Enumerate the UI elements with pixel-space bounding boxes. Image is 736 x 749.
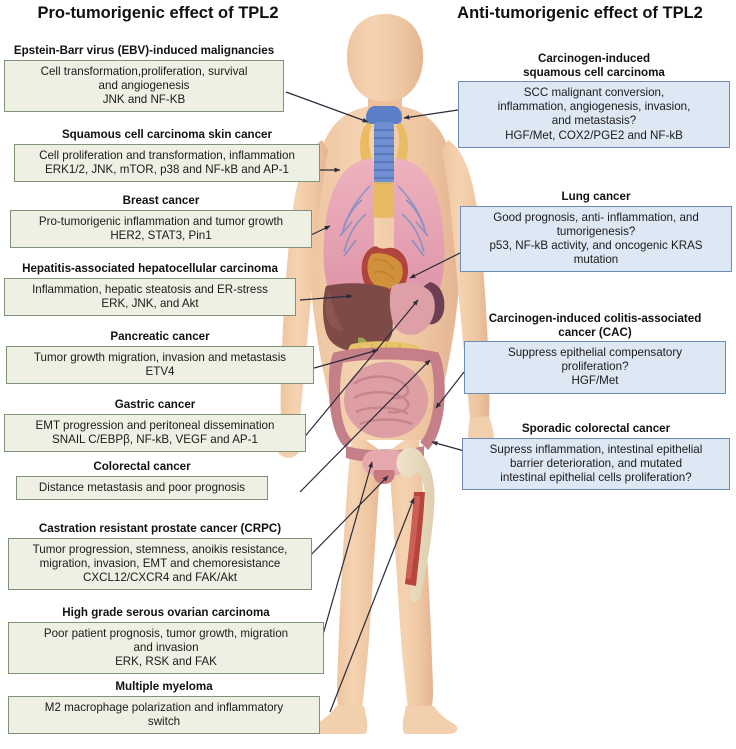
femur-bone-with-marrow: [396, 447, 435, 603]
entry-ovarian-box: Poor patient prognosis, tumor growth, mi…: [8, 621, 324, 675]
lungs-organ: [323, 158, 445, 309]
leader-gastric: [301, 299, 419, 441]
leader-colorectal: [299, 359, 431, 493]
entry-breast-box: Pro-tumorigenic inflammation and tumor g…: [10, 209, 312, 248]
entry-myeloma-title: Multiple myeloma: [115, 680, 213, 693]
entry-ebv: Epstein-Barr virus (EBV)-induced maligna…: [4, 44, 284, 113]
leader-prostate: [305, 475, 389, 561]
entry-pancreatic-box: Tumor growth migration, invasion and met…: [6, 345, 314, 384]
entry-sporadic-colorectal: Sporadic colorectal cancer Supress infla…: [462, 422, 730, 491]
entry-ebv-box: Cell transformation,proliferation, survi…: [4, 59, 284, 113]
entry-gastric-box: EMT progression and peritoneal dissemina…: [4, 413, 306, 452]
entry-cac: Carcinogen-induced colitis-associated ca…: [464, 312, 726, 394]
entry-colorectal-box: Distance metastasis and poor prognosis: [16, 475, 268, 500]
leader-scc-anti: [403, 109, 459, 120]
entry-ovarian: High grade serous ovarian carcinoma Poor…: [8, 606, 324, 675]
entry-scc-carcinogen: Carcinogen-induced squamous cell carcino…: [458, 52, 730, 148]
entry-myeloma: Multiple myeloma M2 macrophage polarizat…: [8, 680, 320, 734]
entry-scc-skin-title: Squamous cell carcinoma skin cancer: [61, 128, 273, 141]
entry-gastric: Gastric cancer EMT progression and perit…: [4, 398, 306, 452]
entry-colorectal: Colorectal cancer Distance metastasis an…: [16, 460, 268, 500]
entry-colorectal-title: Colorectal cancer: [93, 460, 191, 473]
abdominal-organs: [323, 282, 445, 484]
leader-liver: [299, 294, 353, 301]
entry-breast-title: Breast cancer: [122, 194, 200, 207]
leader-ebv: [285, 91, 369, 123]
leader-ovarian: [319, 461, 373, 646]
entry-lung: Lung cancer Good prognosis, anti- inflam…: [460, 190, 732, 273]
entry-lung-title: Lung cancer: [561, 190, 631, 203]
entry-scc-skin-box: Cell proliferation and transformation, i…: [14, 143, 320, 182]
entry-pancreatic-title: Pancreatic cancer: [110, 330, 210, 343]
entry-crpc-title: Castration resistant prostate cancer (CR…: [38, 522, 282, 535]
entry-sporadic-colorectal-box: Supress inflammation, intestinal epithel…: [462, 437, 730, 491]
entry-cac-box: Suppress epithelial compensatory prolife…: [464, 341, 726, 394]
leader-lung: [409, 251, 463, 279]
entry-sporadic-colorectal-title: Sporadic colorectal cancer: [521, 422, 671, 435]
entry-hcc-box: Inflammation, hepatic steatosis and ER-s…: [4, 277, 296, 316]
right-column-title: Anti-tumorigenic effect of TPL2: [457, 4, 703, 22]
entry-hcc: Hepatitis-associated hepatocellular carc…: [4, 262, 296, 316]
entry-myeloma-box: M2 macrophage polarization and inflammat…: [8, 695, 320, 734]
leader-cac: [435, 371, 465, 409]
entry-lung-box: Good prognosis, anti- inflammation, and …: [460, 205, 732, 273]
entry-ebv-title: Epstein-Barr virus (EBV)-induced maligna…: [13, 44, 275, 57]
entry-gastric-title: Gastric cancer: [114, 398, 196, 411]
leader-myeloma: [329, 497, 415, 713]
entry-hcc-title: Hepatitis-associated hepatocellular carc…: [22, 262, 278, 275]
entry-breast: Breast cancer Pro-tumorigenic inflammati…: [10, 194, 312, 248]
entry-ovarian-title: High grade serous ovarian carcinoma: [62, 606, 270, 619]
entry-pancreatic: Pancreatic cancer Tumor growth migration…: [6, 330, 314, 384]
left-column-title: Pro-tumorigenic effect of TPL2: [37, 4, 279, 22]
entry-cac-title: Carcinogen-induced colitis-associated ca…: [488, 312, 702, 339]
entry-crpc-box: Tumor progression, stemness, anoikis res…: [8, 537, 312, 591]
entry-scc-carcinogen-box: SCC malignant conversion, inflammation, …: [458, 81, 730, 148]
entry-scc-carcinogen-title: Carcinogen-induced squamous cell carcino…: [523, 52, 665, 79]
entry-crpc: Castration resistant prostate cancer (CR…: [8, 522, 312, 591]
thyroid-and-trachea-organ: [360, 106, 408, 218]
entry-scc-skin: Squamous cell carcinoma skin cancer Cell…: [14, 128, 320, 182]
